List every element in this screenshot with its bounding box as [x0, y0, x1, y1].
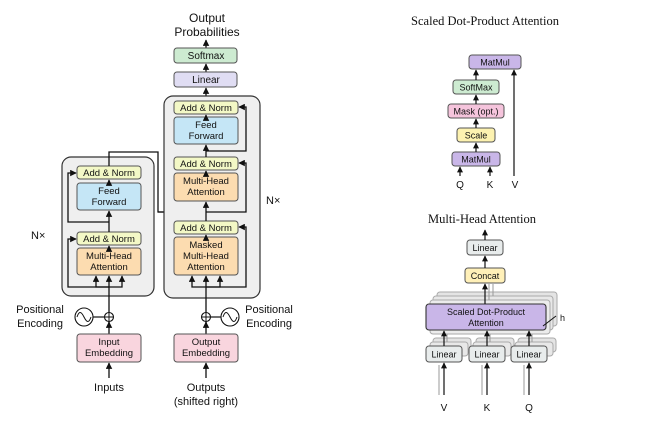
mha-linear-q-stack: Linear [510, 337, 557, 363]
decoder-masked-line1: Masked [189, 240, 222, 251]
sdpa-softmax-label: SoftMax [459, 83, 493, 93]
multi-head-attention-diagram: Multi-Head Attention Linear Concat Scale… [425, 212, 565, 414]
sdpa-matmul-bottom-label: MatMul [461, 155, 491, 165]
mha-linear-v-stack: Linear [425, 337, 472, 363]
encoder-positional-encoding-icon [74, 307, 94, 327]
mha-linear-k-label: Linear [474, 350, 499, 360]
decoder-nx-label: N× [266, 195, 280, 207]
mha-title: Multi-Head Attention [428, 212, 537, 226]
sdpa-matmul-top [468, 54, 522, 70]
output-embedding-box [173, 333, 239, 363]
mha-concat-label: Concat [471, 271, 500, 281]
encoder-add-norm-bottom-label: Add & Norm [83, 234, 135, 245]
mha-sdpa-line1: Scaled Dot-Product [447, 307, 526, 317]
sdpa-matmul-top-label: MatMul [480, 58, 510, 68]
decoder-pe-line2: Encoding [246, 318, 292, 330]
mha-linear-k-stack: Linear [468, 337, 515, 363]
decoder-masked-line2: Multi-Head [183, 251, 229, 262]
sdpa-k-label: K [487, 180, 494, 191]
encoder-attn-line2: Attention [90, 262, 128, 273]
decoder-add-norm-bottom-label: Add & Norm [180, 223, 232, 234]
decoder-add-norm-top-label: Add & Norm [180, 103, 232, 114]
sdpa-mask-label: Mask (opt.) [453, 107, 498, 117]
linear-label: Linear [192, 75, 220, 86]
encoder-add-norm-top-label: Add & Norm [83, 168, 135, 179]
scaled-dot-product-diagram: Scaled Dot-Product Attention MatMul Soft… [411, 14, 560, 191]
decoder-attn-line1: Multi-Head [183, 176, 229, 187]
mha-h-label: h [560, 313, 565, 323]
sdpa-v-label: V [512, 180, 519, 191]
encoder-nx-label: N× [31, 230, 45, 242]
mha-linear-q-label: Linear [516, 350, 541, 360]
softmax-label: Softmax [188, 51, 225, 62]
decoder-add-norm-middle-label: Add & Norm [180, 159, 232, 170]
sdpa-title: Scaled Dot-Product Attention [411, 14, 560, 28]
transformer-diagram: Output Probabilities Softmax Linear N× A… [16, 11, 293, 408]
softmax-box [173, 47, 238, 64]
sdpa-q-label: Q [456, 180, 464, 191]
encoder-pe-line1: Positional [16, 304, 64, 316]
output-embedding-line2: Embedding [182, 348, 230, 359]
mha-q-label: Q [525, 403, 533, 414]
decoder-positional-encoding-icon [220, 307, 240, 327]
outputs-label-line2: (shifted right) [174, 396, 238, 408]
mha-sdpa-box [425, 303, 547, 331]
mha-sdpa-line2: Attention [468, 318, 504, 328]
inputs-label: Inputs [94, 382, 124, 394]
encoder-pe-line2: Encoding [17, 318, 63, 330]
decoder-attn-line2: Attention [187, 187, 225, 198]
encoder-ff-line1: Feed [98, 186, 120, 197]
output-probabilities-line2: Probabilities [174, 25, 239, 39]
decoder-pe-line1: Positional [245, 304, 293, 316]
mha-k-label: K [484, 403, 491, 414]
decoder-add-norm-top [173, 100, 239, 115]
output-embedding-line1: Output [192, 337, 221, 348]
output-probabilities-line1: Output [189, 11, 226, 25]
input-embedding-line2: Embedding [85, 348, 133, 359]
decoder-ff-line1: Feed [195, 120, 217, 131]
encoder-attn-line1: Multi-Head [86, 251, 132, 262]
mha-linear-top-label: Linear [472, 243, 497, 253]
input-embedding-box [76, 333, 142, 363]
encoder-ff-line2: Forward [92, 197, 127, 208]
sdpa-scale-label: Scale [465, 131, 488, 141]
linear-box [173, 71, 238, 88]
mha-v-label: V [441, 403, 448, 414]
input-embedding-line1: Input [98, 337, 119, 348]
mha-linear-v-label: Linear [431, 350, 456, 360]
outputs-label-line1: Outputs [187, 382, 226, 394]
decoder-masked-line3: Attention [187, 262, 225, 273]
decoder-ff-line2: Forward [189, 131, 224, 142]
